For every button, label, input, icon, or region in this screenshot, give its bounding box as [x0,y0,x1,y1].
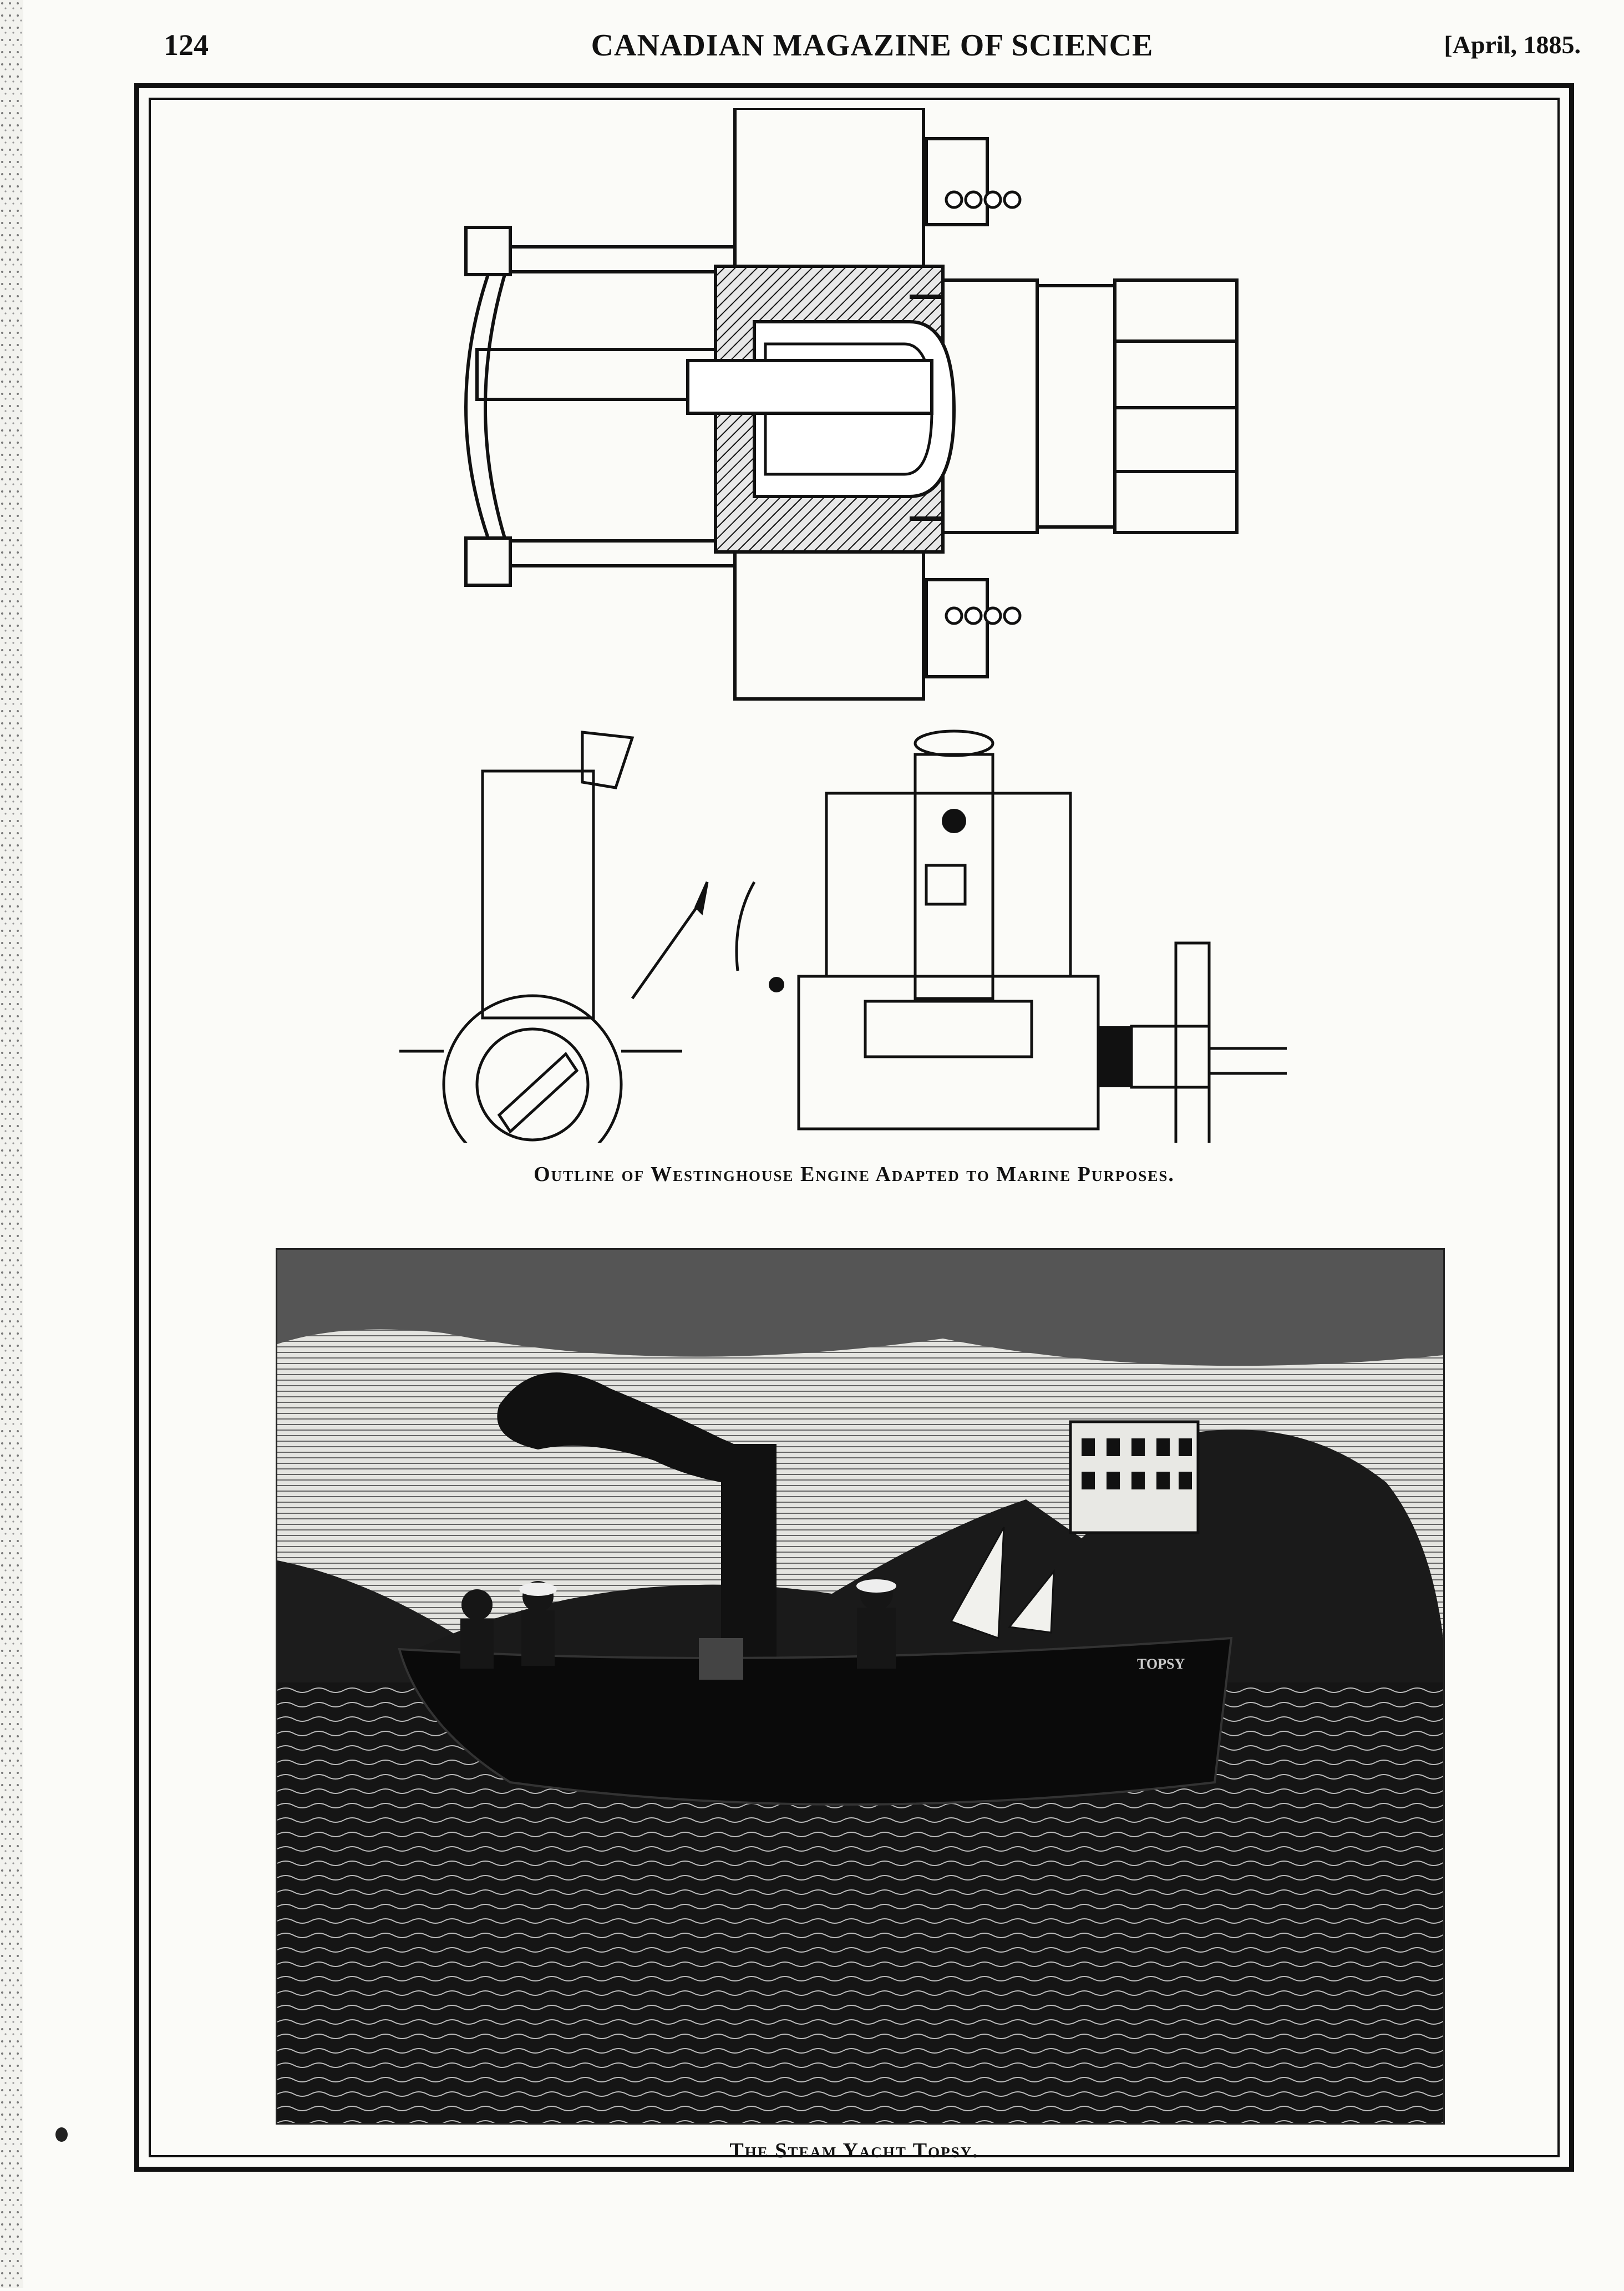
engine-elevation-drawing [399,729,1287,1143]
publication-title: CANADIAN MAGAZINE OF SCIENCE [591,28,1154,63]
issue-date: [April, 1885. [1444,31,1581,59]
yacht-figure-caption: The Steam Yacht Topsy. [729,2139,979,2162]
page-frame-outer [134,83,1574,2172]
left-margin-scan-edge [0,0,33,2288]
scan-edge-texture [0,0,23,2288]
margin-ink-blot [55,2127,68,2142]
hull-name-label: TOPSY [1137,1656,1185,1672]
engine-plan-view-drawing [464,108,1239,701]
page-header: 124 CANADIAN MAGAZINE OF SCIENCE [April,… [164,28,1581,72]
engine-figure-caption: Outline of Westinghouse Engine Adapted t… [534,1163,1175,1186]
page-frame-inner [149,98,1560,2157]
page-number: 124 [164,28,209,62]
steam-yacht-engraving: TOPSY [276,1248,1445,2125]
steam-yacht-illustration: TOPSY [277,1250,1443,2123]
